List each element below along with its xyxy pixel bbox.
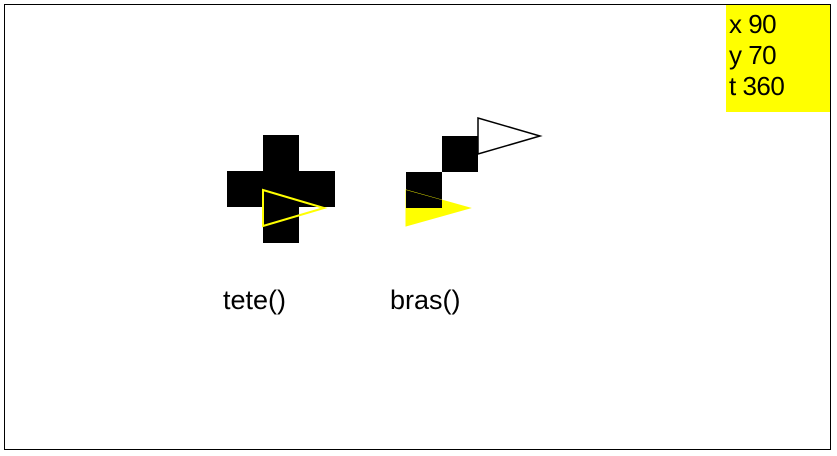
- tete-cross-shape: [227, 135, 335, 243]
- bras-turtle-overlap: [406, 190, 442, 208]
- coordinate-readout: x 90 y 70 t 360: [726, 5, 830, 112]
- readout-heading: t 360: [729, 71, 785, 101]
- tete-label: tete(): [223, 285, 287, 315]
- readout-y: y 70: [729, 40, 777, 70]
- tete-turtle-icon: [262, 188, 328, 228]
- drawing-canvas: [4, 4, 831, 450]
- bras-end-turtle-icon: [477, 117, 543, 155]
- bras-label: bras(): [390, 285, 461, 315]
- readout-x: x 90: [729, 9, 777, 39]
